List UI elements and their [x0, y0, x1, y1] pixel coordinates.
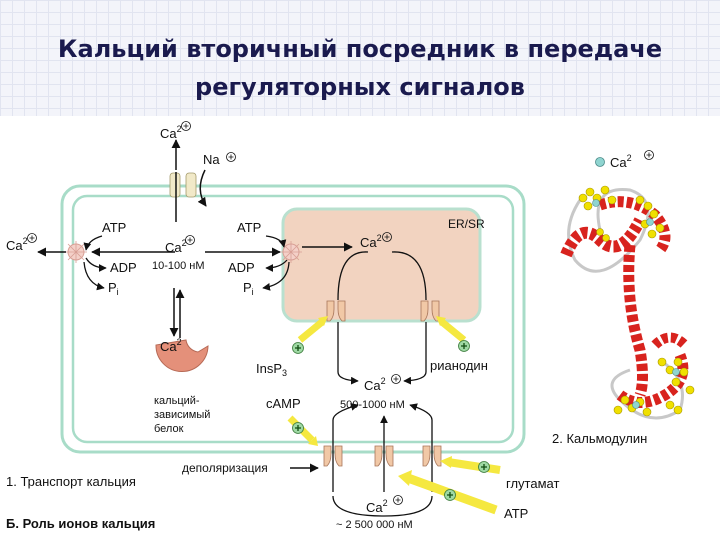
- caption-calcium-transport: 1. Транспорт кальция: [6, 474, 136, 489]
- calmodulin-structure: Ca2 2. Кальмод: [552, 151, 694, 447]
- glutamate-label: глутамат: [506, 476, 559, 491]
- ca-ion-left: Ca2: [6, 236, 28, 253]
- ryanodine-label: рианодин: [430, 358, 488, 373]
- ca-ion-top: Ca2: [160, 124, 182, 141]
- na-ion: Na: [203, 152, 220, 167]
- atp-label-left: ATP: [102, 220, 126, 235]
- ca-ion-center: Ca2: [364, 376, 386, 393]
- helix-central: [629, 245, 643, 395]
- calcium-transport-diagram: ER/SR Ca2 Na Ca2 ATP ADP Pi Ca2: [6, 122, 559, 532]
- camp-plus-icon: [293, 423, 304, 434]
- atp-ext-plus-icon: [445, 490, 456, 501]
- glutamate-plus-icon: [479, 462, 490, 473]
- atp-ext-label: ATP: [504, 506, 528, 521]
- depolarization-label: деполяризация: [182, 461, 268, 475]
- camp-label: cAMP: [266, 396, 301, 411]
- ca-ion-cytosol: Ca2: [165, 238, 187, 255]
- calmodulin-legend-ion: Ca2: [610, 153, 632, 170]
- adp-label-left: ADP: [110, 260, 137, 275]
- center-concentration: 500-1000 нМ: [340, 399, 405, 411]
- adp-label-right: ADP: [228, 260, 255, 275]
- atp-label-right: ATP: [237, 220, 261, 235]
- pi-label-right: Pi: [243, 280, 254, 297]
- extracellular-concentration: ~ 2 500 000 нМ: [336, 519, 413, 531]
- calcium-ion-legend-icon: [596, 158, 605, 167]
- insp3-label: InsP3: [256, 361, 287, 378]
- insp3-plus-icon: [293, 343, 304, 354]
- calmodulin-caption: 2. Кальмодулин: [552, 431, 647, 446]
- helix-lower-2: [655, 338, 685, 346]
- ca-ion-extracellular: Ca2: [366, 498, 388, 515]
- protein-label: кальций- зависимый белок: [154, 395, 213, 435]
- cytosol-concentration: 10-100 нМ: [152, 260, 205, 272]
- ryanodine-plus-icon: [459, 341, 470, 352]
- pi-label-left: Pi: [108, 280, 119, 297]
- er-sr-label: ER/SR: [448, 217, 485, 231]
- caption-calcium-role: Б. Роль ионов кальция: [6, 516, 155, 531]
- pmca-pump-left: [65, 241, 87, 263]
